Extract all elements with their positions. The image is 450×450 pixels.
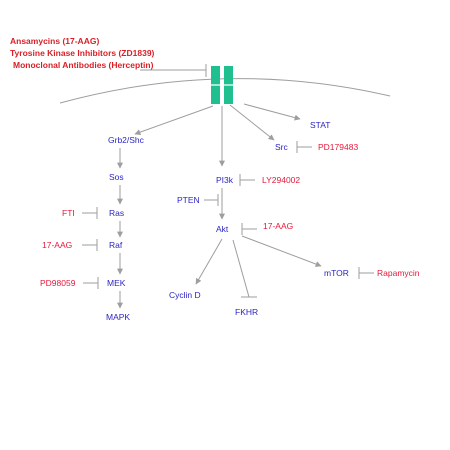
inhibitor-rapamycin: Rapamycin: [377, 268, 420, 278]
inhibitor-17aag-raf: 17-AAG: [42, 240, 72, 250]
header-tki: Tyrosine Kinase Inhibitors (ZD1839): [10, 48, 155, 58]
arrow-receptor-grb2: [134, 105, 214, 135]
arrow-akt-cyclind: [195, 238, 223, 285]
node-stat: STAT: [310, 120, 330, 130]
node-pten: PTEN: [177, 195, 200, 205]
arrow-akt-mtor: [241, 235, 322, 267]
header-monoclonal: Monoclonal Antibodies (Herceptin): [13, 60, 154, 70]
node-sos: Sos: [109, 172, 124, 182]
node-ras: Ras: [109, 208, 124, 218]
node-fkhr: FKHR: [235, 307, 258, 317]
inhibitor-ly294002: LY294002: [262, 175, 300, 185]
inhibitor-pd98059: PD98059: [40, 278, 76, 288]
inhibitor-17aag-akt: 17-AAG: [263, 221, 293, 231]
node-raf: Raf: [109, 240, 123, 250]
node-akt: Akt: [216, 224, 229, 234]
inhibitor-pd179483: PD179483: [318, 142, 358, 152]
akt-fkhr-inhibition-line: [232, 239, 250, 298]
inhibitor-fti: FTI: [62, 208, 75, 218]
header-ansamycins: Ansamycins (17-AAG): [10, 36, 99, 46]
node-grb2-shc: Grb2/Shc: [108, 135, 145, 145]
node-pi3k: PI3k: [216, 175, 234, 185]
arrow-receptor-stat: [243, 103, 301, 121]
arrow-receptor-src: [229, 104, 275, 141]
node-mapk: MAPK: [106, 312, 130, 322]
node-mek: MEK: [107, 278, 126, 288]
node-cyclin-d: Cyclin D: [169, 290, 201, 300]
node-mtor: mTOR: [324, 268, 349, 278]
node-src: Src: [275, 142, 289, 152]
